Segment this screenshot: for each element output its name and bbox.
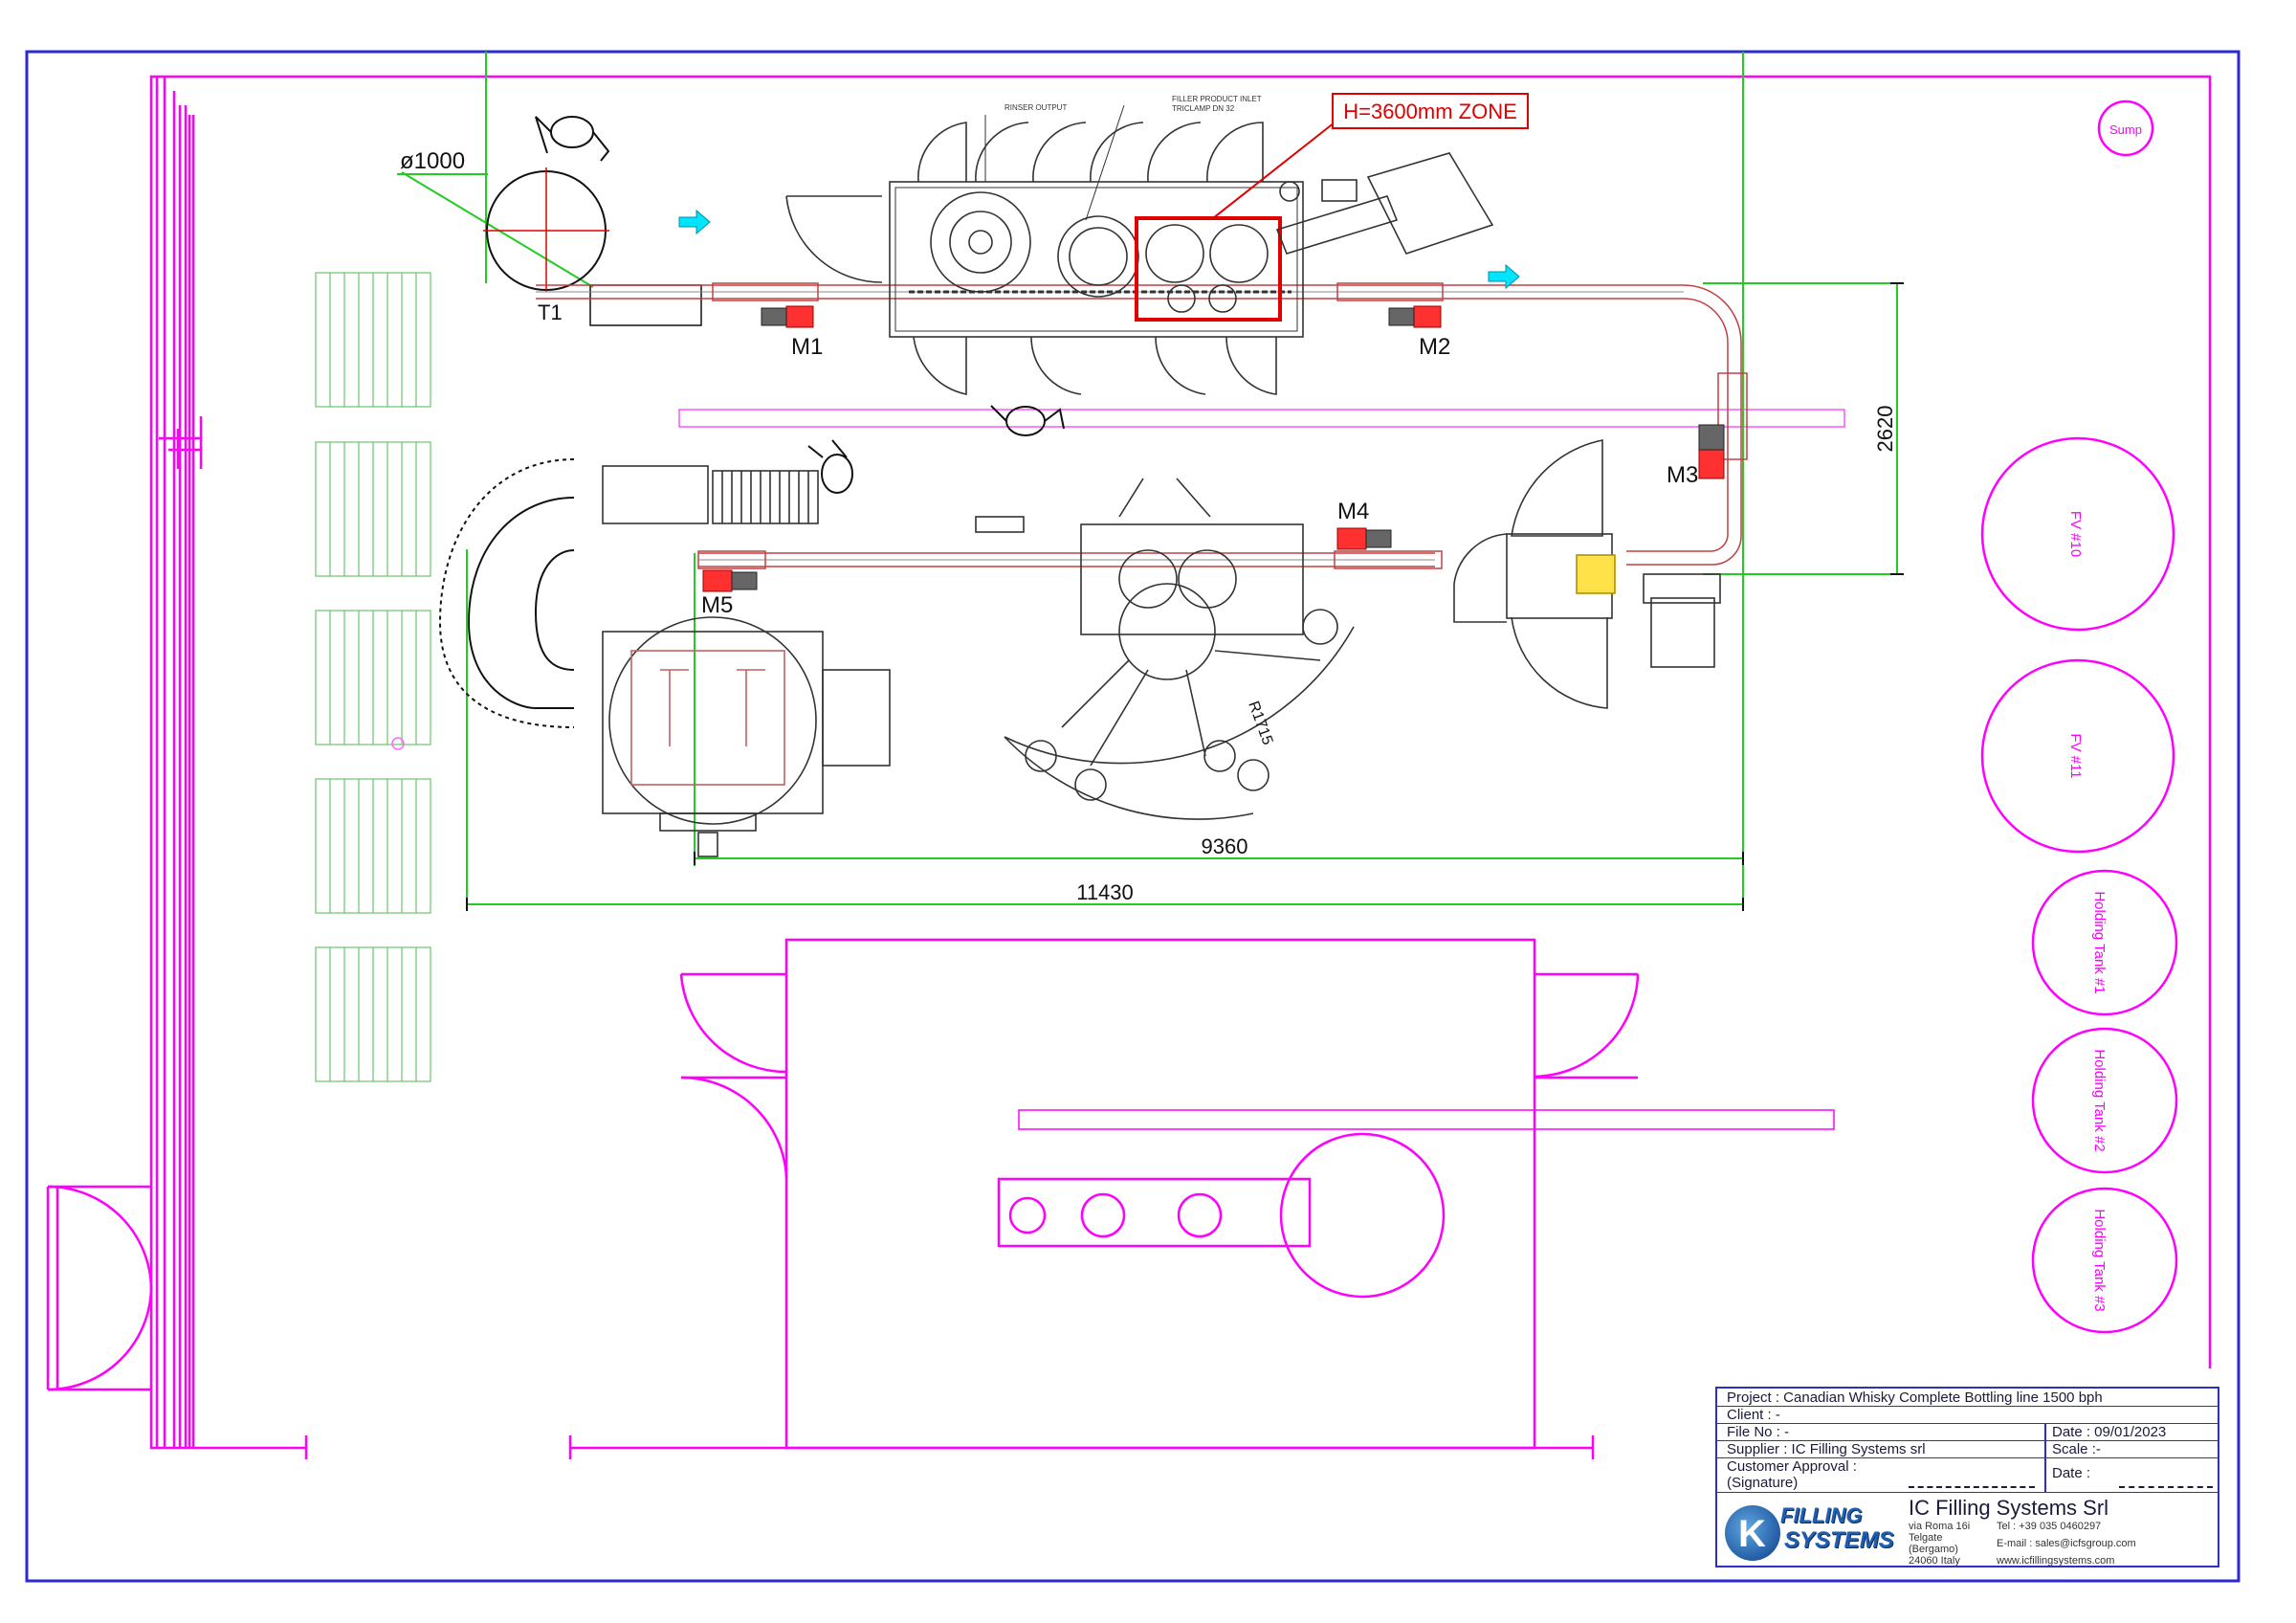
operators bbox=[535, 116, 1065, 494]
rinser-filler-capper-monoblock bbox=[785, 104, 1304, 395]
tank-labels: FV #10 FV #11 Holding Tank #1 Holding Ta… bbox=[2067, 511, 2108, 1312]
label-fv10: FV #10 bbox=[2067, 511, 2084, 557]
dim-radius: R1715 bbox=[1245, 700, 1275, 747]
capsuling-machine bbox=[1453, 439, 1721, 709]
motor-housings bbox=[731, 307, 1725, 590]
address-line-2: Telgate bbox=[1909, 1532, 1943, 1544]
height-zone-box bbox=[1135, 216, 1282, 322]
company-name: IC Filling Systems Srl bbox=[1909, 1496, 2109, 1520]
cap-feeder bbox=[1275, 152, 1494, 255]
note-filler-inlet-1: FILLER PRODUCT INLET bbox=[1172, 95, 1262, 103]
company-web: www.icfillingsystems.com bbox=[1997, 1555, 2115, 1567]
flow-arrow-2 bbox=[1488, 263, 1520, 290]
accumulation-curve bbox=[438, 458, 575, 728]
tb-date: Date : 09/01/2023 bbox=[2052, 1424, 2167, 1440]
lower-conveyor bbox=[697, 550, 1443, 569]
company-tel: Tel : +39 035 0460297 bbox=[1997, 1521, 2102, 1532]
tb-client: Client : - bbox=[1727, 1407, 1780, 1423]
label-ht2: Holding Tank #2 bbox=[2091, 1049, 2108, 1151]
tb-file-no: File No : - bbox=[1727, 1424, 1790, 1440]
tb-project: Project : Canadian Whisky Complete Bottl… bbox=[1727, 1390, 2103, 1406]
motor-m3 bbox=[1698, 449, 1725, 479]
company-logo: K bbox=[1725, 1505, 1780, 1561]
t1-crosshair bbox=[483, 167, 609, 292]
dim-vertical: 2620 bbox=[1873, 406, 1897, 453]
address-line-3: (Bergamo) bbox=[1909, 1544, 1958, 1555]
label-fv11: FV #11 bbox=[2067, 733, 2084, 778]
motor-m4 bbox=[1336, 527, 1367, 550]
address-line-1: via Roma 16i bbox=[1909, 1521, 1971, 1532]
approval-date-line bbox=[2119, 1486, 2213, 1488]
tb-supplier: Supplier : IC Filling Systems srl bbox=[1727, 1441, 1926, 1457]
motor-labels: M1 M2 M3 M4 M5 bbox=[701, 334, 1698, 618]
building-outline bbox=[46, 75, 2212, 1459]
motor-m2 bbox=[1413, 305, 1442, 328]
height-zone-label: H=3600mm ZONE bbox=[1343, 100, 1517, 123]
dim-inner-length: 9360 bbox=[1202, 834, 1248, 858]
upper-conveyor bbox=[536, 282, 1748, 566]
case-packer bbox=[602, 465, 819, 524]
signature-line bbox=[1909, 1486, 2035, 1488]
height-zone-label-box bbox=[1332, 93, 1529, 129]
drawing-frame bbox=[25, 50, 2241, 1583]
dim-outer-length: 11430 bbox=[1076, 880, 1134, 904]
operator-2 bbox=[990, 405, 1065, 436]
note-filler-inlet-2: TRICLAMP DN 32 bbox=[1172, 104, 1235, 113]
tb-approval: Customer Approval : bbox=[1727, 1458, 1857, 1475]
logo-word-filling: FILLING bbox=[1780, 1503, 1863, 1527]
company-email: E-mail : sales@icfsgroup.com bbox=[1997, 1538, 2136, 1549]
monoblock-notes: RINSER OUTPUT FILLER PRODUCT INLET TRICL… bbox=[1004, 95, 1262, 113]
note-rinser-output: RINSER OUTPUT bbox=[1004, 103, 1067, 112]
motor-m5 bbox=[702, 569, 733, 592]
label-m5: M5 bbox=[701, 592, 733, 618]
label-ht1: Holding Tank #1 bbox=[2091, 891, 2108, 993]
tb-approval-date: Date : bbox=[2052, 1465, 2091, 1481]
flow-arrows bbox=[678, 209, 1520, 290]
palletizer bbox=[602, 616, 891, 857]
label-m2: M2 bbox=[1419, 334, 1450, 360]
label-m4: M4 bbox=[1337, 499, 1369, 524]
floor-drain bbox=[391, 737, 405, 750]
operator-3 bbox=[807, 439, 853, 494]
pallet-stacks bbox=[315, 272, 431, 1082]
title-block: Project : Canadian Whisky Complete Bottl… bbox=[1715, 1387, 2219, 1567]
label-sump: Sump bbox=[2109, 122, 2142, 137]
flow-arrow-1 bbox=[678, 209, 711, 235]
logo-word-systems: SYSTEMS bbox=[1784, 1527, 1894, 1553]
tb-signature: (Signature) bbox=[1727, 1475, 1799, 1491]
height-zone-leader bbox=[1212, 122, 1336, 219]
operator-1 bbox=[535, 116, 610, 162]
label-ht3: Holding Tank #3 bbox=[2091, 1209, 2108, 1311]
dim-diameter: ø1000 bbox=[400, 148, 465, 174]
tb-scale: Scale :- bbox=[2052, 1441, 2101, 1457]
infeed-table-t1 bbox=[486, 170, 702, 326]
label-t1: T1 bbox=[538, 300, 563, 324]
address-line-4: 24060 Italy bbox=[1909, 1555, 1960, 1567]
labelling-machine bbox=[975, 478, 1355, 820]
motors bbox=[702, 305, 1725, 592]
dimension-ticks bbox=[466, 282, 1904, 911]
motor-m1 bbox=[785, 305, 814, 328]
label-m3: M3 bbox=[1667, 462, 1698, 488]
label-m1: M1 bbox=[791, 334, 823, 360]
